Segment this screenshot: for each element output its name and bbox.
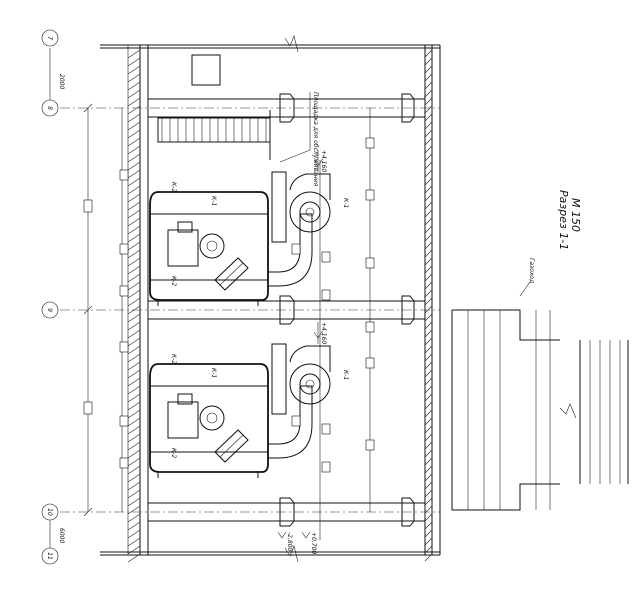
- dimension-chain-right: [319, 108, 375, 540]
- elevation-mid: +4,160: [313, 322, 327, 344]
- elevation-bottom: -2,800 +0,700: [277, 531, 317, 554]
- boiler-2-label-1: К-1: [210, 368, 217, 378]
- platform-callout: Площадка для обслуживания: [312, 92, 319, 187]
- boiler-1-label-1: К-1: [210, 196, 217, 206]
- boiler-unit-2: К-1К-2К-1К-2: [119, 341, 349, 478]
- axis-label-9: 9: [46, 308, 53, 312]
- boiler-1-label-3: К-2: [170, 276, 177, 286]
- axis-marker-7: 7: [41, 29, 59, 47]
- elevation-bottom-b: +0,700: [310, 532, 317, 554]
- boiler-unit-1: К-1К-2К-1К-2: [119, 169, 349, 306]
- elevation-mid-label: +4,160: [320, 322, 327, 344]
- dimension-bottom-span: 6000: [58, 528, 65, 543]
- boiler-1-fan-label: К-1: [342, 198, 349, 208]
- axis-marker-10: 10: [41, 503, 59, 521]
- boiler-2-fan-label: К-1: [342, 370, 349, 380]
- axis-lines: [49, 48, 440, 548]
- wall-hatching: [127, 45, 433, 563]
- elevation-bottom-a: -2,800: [286, 532, 293, 552]
- gas-duct: [451, 281, 629, 511]
- service-platform: [157, 54, 271, 160]
- axis-label-10: 10: [46, 508, 53, 516]
- axis-label-11: 11: [46, 552, 53, 560]
- boiler-1-label-2: К-2: [170, 182, 177, 192]
- elevation-top: +4,160: [313, 150, 327, 172]
- axis-marker-8: 8: [41, 99, 59, 117]
- elevation-top-label: +4,160: [320, 150, 327, 172]
- axis-label-8: 8: [46, 106, 53, 110]
- gas-duct-callout: Газоход: [528, 258, 535, 283]
- axis-marker-9: 9: [41, 301, 59, 319]
- axis-label-7: 7: [46, 36, 53, 40]
- boiler-2-label-2: К-2: [170, 354, 177, 364]
- section-title: Разрез 1-1: [557, 190, 570, 250]
- pipes-horizontal: [148, 98, 425, 522]
- section-scale: М 150: [569, 198, 582, 232]
- boiler-2-label-3: К-2: [170, 448, 177, 458]
- axis-marker-11: 11: [41, 547, 59, 565]
- pipe-flanges: [279, 93, 415, 527]
- dimension-top-span: 2000: [58, 74, 65, 89]
